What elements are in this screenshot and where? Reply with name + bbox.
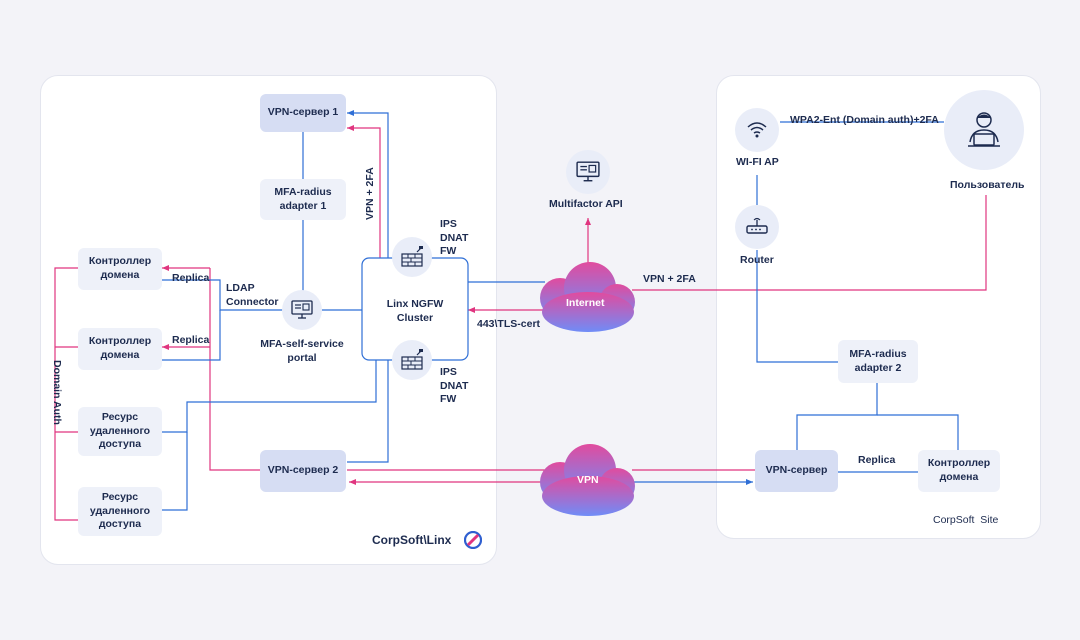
firewall-top-circle: [392, 237, 432, 277]
mfa-radius-adapter-2[interactable]: MFA-radius adapter 2: [838, 340, 918, 383]
replica-label-2: Replica: [172, 334, 210, 346]
wifi-ap-circle[interactable]: [735, 108, 779, 152]
router-icon: [746, 217, 768, 234]
mfa-portal-icon-circle[interactable]: [282, 290, 322, 330]
remote-resource-1[interactable]: Ресурс удаленного доступа: [78, 407, 162, 456]
replica-label-1: Replica: [172, 272, 210, 284]
wifi-ap-label: WI-FI AP: [736, 156, 779, 168]
vpn-server-2[interactable]: VPN-сервер 2: [260, 450, 346, 492]
domain-auth-label: Domain Auth: [51, 360, 63, 425]
remote-resource-2[interactable]: Ресурс удаленного доступа: [78, 487, 162, 536]
fw-bottom-label: IPS DNAT FW: [440, 366, 469, 406]
domain-controller-2[interactable]: Контроллер домена: [78, 328, 162, 370]
vpn-server-site[interactable]: VPN-сервер: [755, 450, 838, 492]
user-icon: [968, 112, 1000, 147]
monitor-icon: [576, 161, 600, 182]
monitor-icon: [291, 300, 313, 319]
multifactor-api-label: Multifactor API: [549, 198, 623, 210]
linx-logo-icon: [463, 530, 483, 550]
tls-cert-label: 443\TLS-cert: [477, 318, 541, 330]
corpsoft-linx-caption: CorpSoft\Linx: [372, 533, 452, 547]
firewall-icon: [401, 246, 423, 267]
firewall-bottom-circle: [392, 340, 432, 380]
wifi-icon: [747, 122, 767, 138]
internet-label: Internet: [566, 297, 605, 309]
vpn-2fa-vertical-label: VPN + 2FA: [364, 167, 376, 220]
internet-cloud-shape: [540, 262, 635, 332]
vpn-cloud-label: VPN: [577, 474, 599, 486]
mfa-portal-label: MFA-self-service portal: [260, 338, 344, 364]
domain-controller-site[interactable]: Контроллер домена: [918, 450, 1000, 492]
wpa-label: WPA2-Ent (Domain auth)+2FA: [790, 114, 939, 126]
vpn-2fa-label: VPN + 2FA: [643, 273, 696, 285]
ldap-connector-label: LDAP Connector: [226, 282, 279, 308]
user-label: Пользователь: [950, 179, 1025, 191]
mfa-radius-adapter-1[interactable]: MFA-radius adapter 1: [260, 179, 346, 220]
vpn-server-1[interactable]: VPN-сервер 1: [260, 94, 346, 132]
corpsoft-site-caption: CorpSoft Site: [933, 514, 999, 526]
router-circle[interactable]: [735, 205, 779, 249]
domain-controller-1[interactable]: Контроллер домена: [78, 248, 162, 290]
ngfw-cluster-label: Linx NGFW Cluster: [386, 298, 444, 324]
fw-top-label: IPS DNAT FW: [440, 218, 469, 258]
replica-label-site: Replica: [858, 454, 896, 466]
firewall-icon: [401, 349, 423, 370]
multifactor-api-circle[interactable]: [566, 150, 610, 194]
router-label: Router: [740, 254, 774, 266]
vpn-cloud-shape: [540, 444, 635, 516]
user-circle[interactable]: [944, 90, 1024, 170]
